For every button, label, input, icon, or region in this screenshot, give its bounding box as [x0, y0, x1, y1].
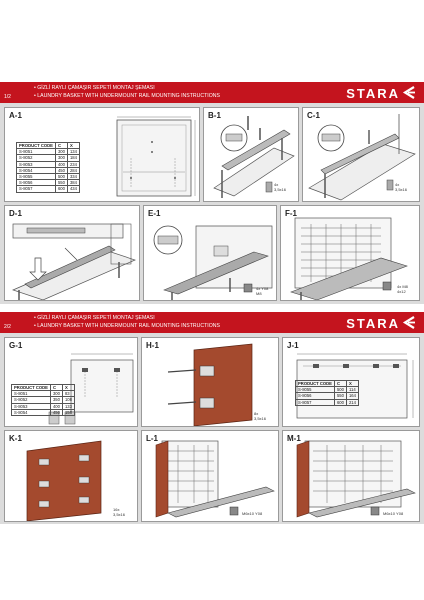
door-bracket-layout-drawing — [26, 440, 102, 521]
bolt-quantity: 4x M8 — [397, 284, 408, 289]
step-e1-panel: E-1 4x Y08 M8 — [143, 205, 277, 301]
brand-arrow-icon — [402, 316, 415, 329]
step-b1-panel: B-1 4x 3,5x16 — [203, 107, 299, 202]
step-label: A-1 — [9, 111, 22, 120]
sheet-header: 1/2 • GİZLİ RAYLI ÇAMAŞIR SEPETİ MONTAJ … — [0, 82, 424, 103]
step-label: H-1 — [146, 341, 159, 350]
laundry-basket-drawing — [290, 217, 408, 300]
table-header-row: PRODUCT CODE C X — [16, 141, 80, 150]
step-label: J-1 — [287, 341, 299, 350]
screw-size: 3,5x16 — [254, 416, 267, 421]
brand-arrow-icon — [402, 86, 415, 99]
step-c1-panel: C-1 4x 3,5x16 — [302, 107, 420, 202]
screw-quantity: 4x — [395, 182, 400, 187]
step-h1-panel: H-1 8x 3,5x16 — [141, 337, 279, 427]
step-label: E-1 — [148, 209, 161, 218]
title-english: • LAUNDRY BASKET WITH UNDERMOUNT RAIL MO… — [34, 323, 220, 329]
rail-installation-drawing — [12, 223, 136, 300]
screw-size: 3,5x16 — [274, 187, 287, 192]
step-label: D-1 — [9, 209, 22, 218]
screw-quantity: 8x — [254, 411, 259, 416]
title-turkish: • GİZLİ RAYLI ÇAMAŞIR SEPETİ MONTAJ ŞEMA… — [34, 85, 155, 91]
door-to-basket-mounting-drawing — [155, 440, 275, 518]
bolt-size: 4x12 — [397, 289, 406, 294]
final-assembly-drawing — [296, 440, 416, 518]
table-header-row: PRODUCT CODE C X — [11, 383, 75, 392]
bolt-size: M6x10 Y08 — [383, 511, 404, 516]
step-k1-panel: K-1 16x 3,5x16 — [4, 430, 138, 522]
step-label: F-1 — [285, 209, 297, 218]
screw-quantity: 16x — [113, 507, 120, 512]
table-header-row: PRODUCT CODE C X — [295, 379, 359, 388]
basket-frame-mounting-drawing — [153, 225, 273, 300]
door-panel-dimension-drawing — [48, 353, 134, 425]
bolt-quantity: 4x Y08 — [256, 286, 269, 291]
screw-size: 3,5x16 — [395, 187, 408, 192]
step-m1-panel: M-1 M6x10 Y08 — [282, 430, 420, 522]
step-l1-panel: L-1 M6x10 Y08 — [141, 430, 279, 522]
step-label: K-1 — [9, 434, 22, 443]
page-number: 2/2 — [4, 324, 11, 330]
brand-logo: STARA — [346, 86, 400, 101]
bolt-size: M8 — [256, 291, 262, 296]
step-label: C-1 — [307, 111, 320, 120]
bolt-size: M6x10 Y08 — [242, 511, 263, 516]
step-label: B-1 — [208, 111, 221, 120]
cabinet-front-dimension-drawing — [116, 116, 196, 197]
step-f1-panel: F-1 4x M8 4x12 — [280, 205, 420, 301]
step-label: G-1 — [9, 341, 23, 350]
title-english: • LAUNDRY BASKET WITH UNDERMOUNT RAIL MO… — [34, 93, 220, 99]
sheet-header: 2/2 • GİZLİ RAYLI ÇAMAŞIR SEPETİ MONTAJ … — [0, 312, 424, 333]
step-label: L-1 — [146, 434, 158, 443]
instruction-sheet-1: 1/2 • GİZLİ RAYLI ÇAMAŞIR SEPETİ MONTAJ … — [0, 82, 424, 304]
brand-logo: STARA — [346, 316, 400, 331]
screw-quantity: 4x — [274, 182, 279, 187]
rail-attachment-drawing — [308, 114, 416, 201]
step-d1-panel: D-1 — [4, 205, 140, 301]
step-label: M-1 — [287, 434, 301, 443]
rail-screw-mounting-drawing — [213, 116, 295, 198]
title-turkish: • GİZLİ RAYLI ÇAMAŞIR SEPETİ MONTAJ ŞEMA… — [34, 315, 155, 321]
door-bracket-screw-drawing — [167, 343, 253, 426]
page-number: 1/2 — [4, 94, 11, 100]
instruction-sheet-2: 2/2 • GİZLİ RAYLI ÇAMAŞIR SEPETİ MONTAJ … — [0, 312, 424, 524]
screw-size: 3,5x16 — [113, 512, 126, 517]
